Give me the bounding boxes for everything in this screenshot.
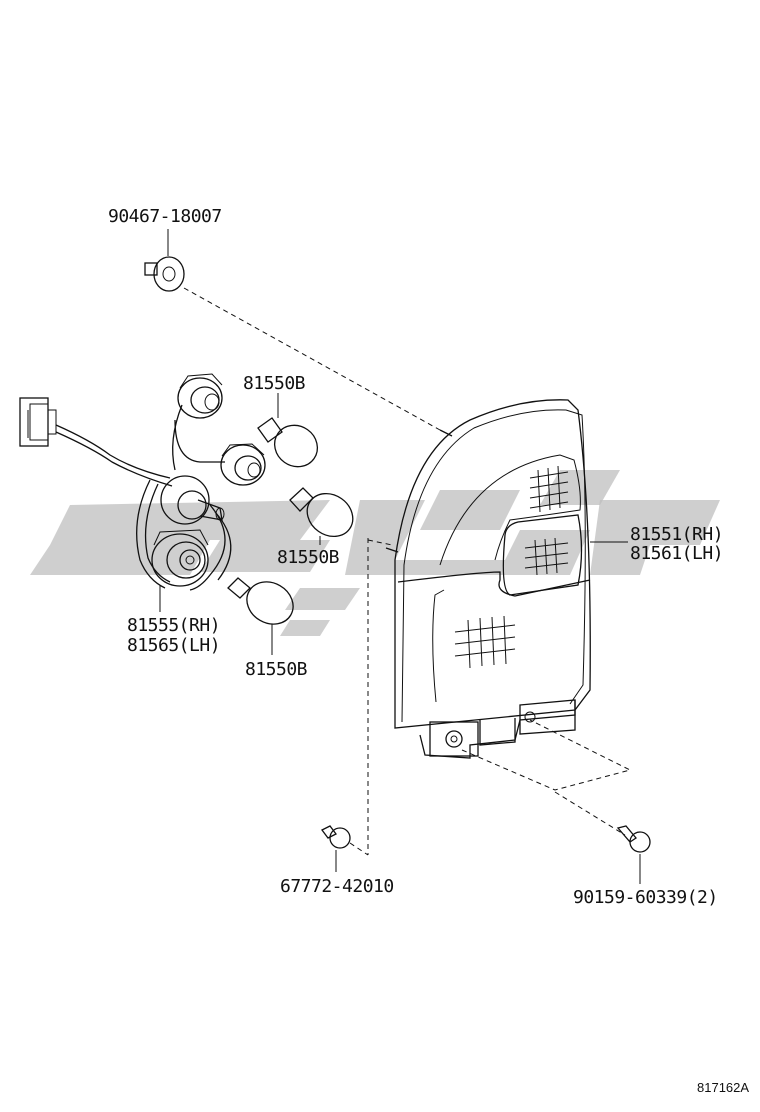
label-bulb-bottom-part-number: 81550B: [245, 659, 307, 680]
label-socket-lh-part-number: 81565(LH): [127, 635, 220, 656]
tail-lamp-assembly: [385, 399, 628, 759]
label-bulb-middle-part-number: 81550B: [277, 547, 339, 568]
socket-4: [151, 529, 209, 587]
label-bulb-top-part-number: 81550B: [243, 373, 305, 394]
label-clip-part-number: 90467-18007: [108, 206, 222, 227]
label-lamp-lh-part-number: 81561(LH): [630, 543, 723, 564]
clip-part: [144, 229, 441, 431]
socket-2: [220, 443, 266, 486]
nut-part: [321, 538, 393, 872]
bulb-top: [257, 393, 319, 468]
diagram-code: 817162A: [697, 1080, 749, 1095]
socket-1: [177, 373, 223, 419]
label-nut-part-number: 67772-42010: [280, 876, 394, 897]
socket-3: [160, 475, 225, 525]
label-screw-part-number: 90159-60339(2): [573, 887, 718, 908]
label-socket-rh-part-number: 81555(RH): [127, 615, 220, 636]
label-lamp-rh-part-number: 81551(RH): [630, 524, 723, 545]
screw-part: [461, 719, 651, 884]
socket-wire-harness: [19, 373, 266, 612]
bulb-middle: [289, 487, 354, 545]
bulb-bottom: [227, 577, 294, 655]
watermark-logo: [30, 470, 720, 636]
